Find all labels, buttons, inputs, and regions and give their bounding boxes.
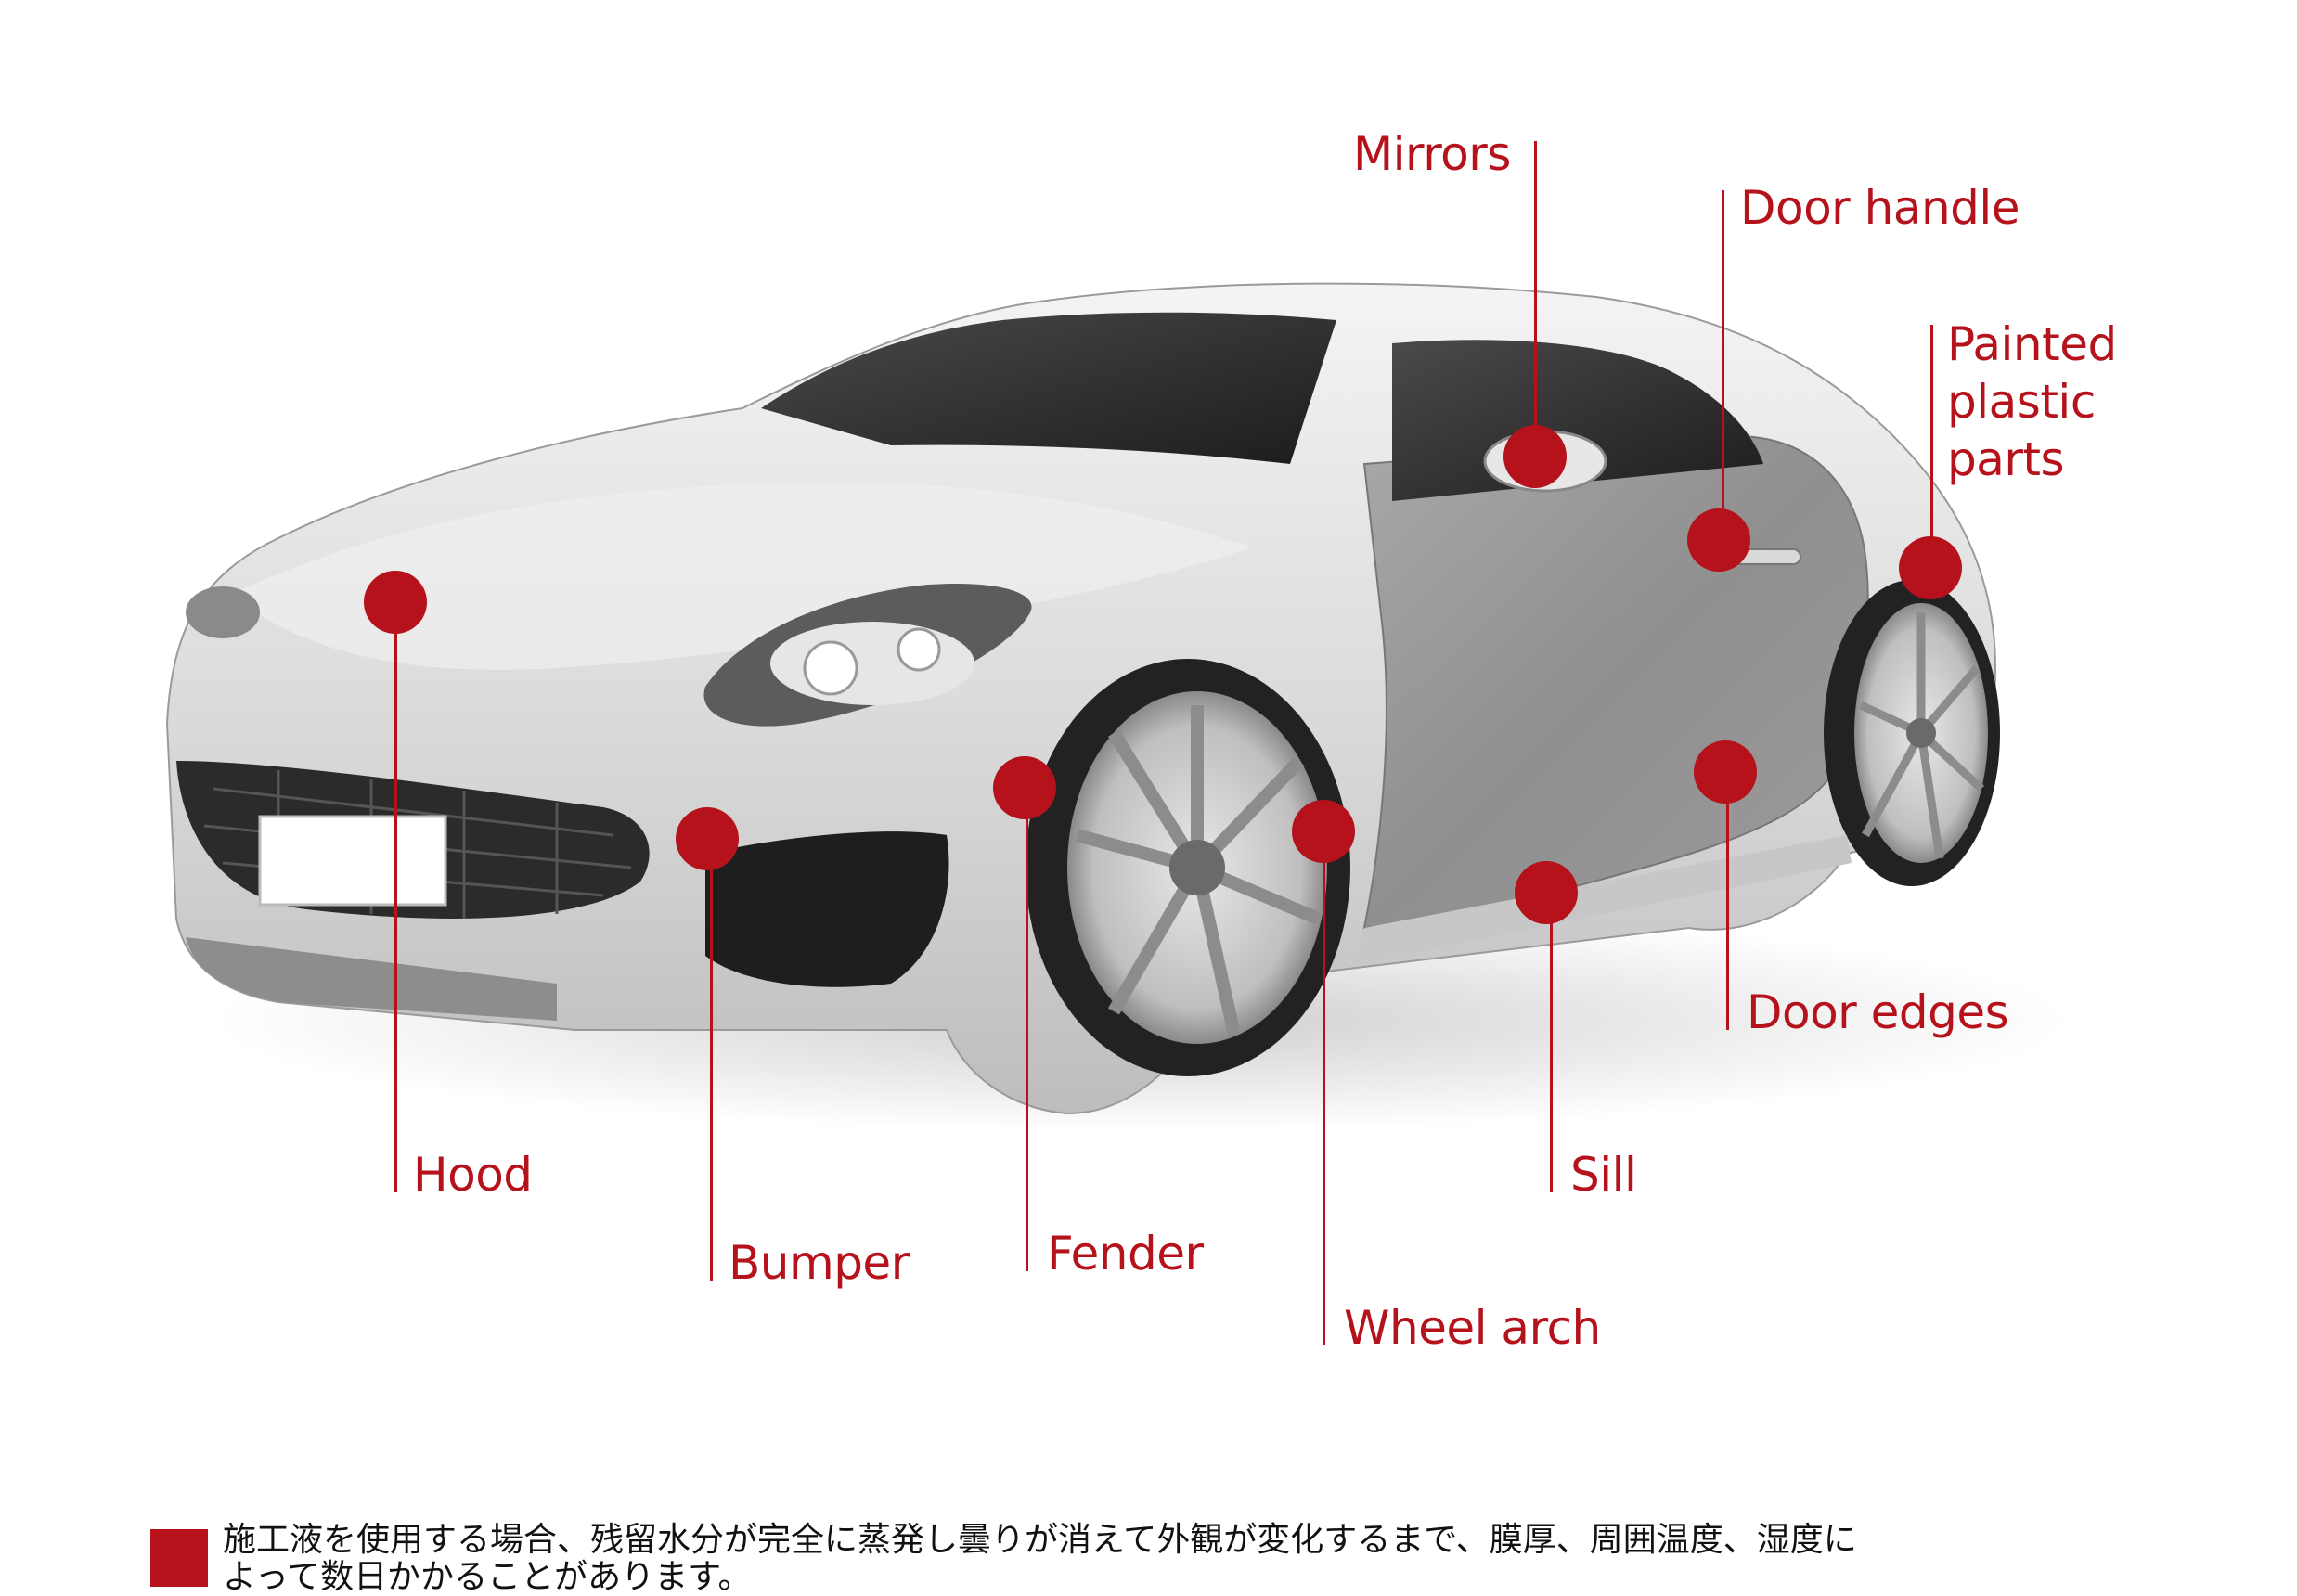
label-fender: Fender (1047, 1227, 1204, 1281)
rear-wheel (1824, 580, 2000, 886)
dot-hood (364, 571, 427, 634)
label-wheel-arch: Wheel arch (1344, 1301, 1601, 1355)
dot-sill (1515, 861, 1578, 924)
fog-light (186, 586, 260, 638)
leader-sill (1550, 895, 1553, 1192)
label-painted-plastic-parts: Painted plastic parts (1947, 317, 2117, 486)
note-marker (150, 1529, 208, 1587)
windshield (761, 312, 1336, 464)
dot-fender (993, 756, 1056, 819)
leader-door-handle (1722, 190, 1724, 538)
label-hood: Hood (413, 1148, 533, 1202)
dot-wheel-arch (1292, 800, 1355, 863)
hood-highlight (232, 483, 1253, 670)
leader-bumper (710, 840, 713, 1281)
license-plate (258, 815, 447, 907)
dot-mirrors (1503, 425, 1567, 488)
dot-painted-plastic-parts (1899, 536, 1962, 599)
front-wheel (1026, 659, 1350, 1076)
label-door-edges: Door edges (1747, 985, 2009, 1039)
leader-mirrors (1534, 141, 1537, 457)
dot-door-handle (1687, 508, 1750, 572)
leader-door-edges (1726, 775, 1729, 1030)
lower-intake (705, 831, 949, 987)
footnote-line-1: 施工液を使用する場合、残留水分が完全に蒸発し曇りが消えて外観が変化するまで、膜厚… (223, 1521, 1857, 1559)
front-splitter (186, 937, 557, 1021)
leader-fender (1026, 789, 1028, 1271)
leader-wheel-arch (1323, 835, 1325, 1345)
label-mirrors: Mirrors (1353, 127, 1511, 181)
label-door-handle: Door handle (1740, 181, 2020, 235)
footnote-line-2: よって数日かかることがあります。 (223, 1558, 752, 1596)
label-bumper: Bumper (729, 1236, 910, 1290)
label-sill: Sill (1570, 1148, 1637, 1202)
leader-hood (394, 603, 397, 1192)
dot-bumper (676, 807, 739, 870)
headlight-lens (770, 622, 974, 705)
dot-door-edges (1694, 740, 1757, 804)
leader-painted-plastic-parts (1930, 325, 1933, 566)
footnote: 施工液を使用する場合、残留水分が完全に蒸発し曇りが消えて外観が変化するまで、膜厚… (223, 1522, 1986, 1596)
